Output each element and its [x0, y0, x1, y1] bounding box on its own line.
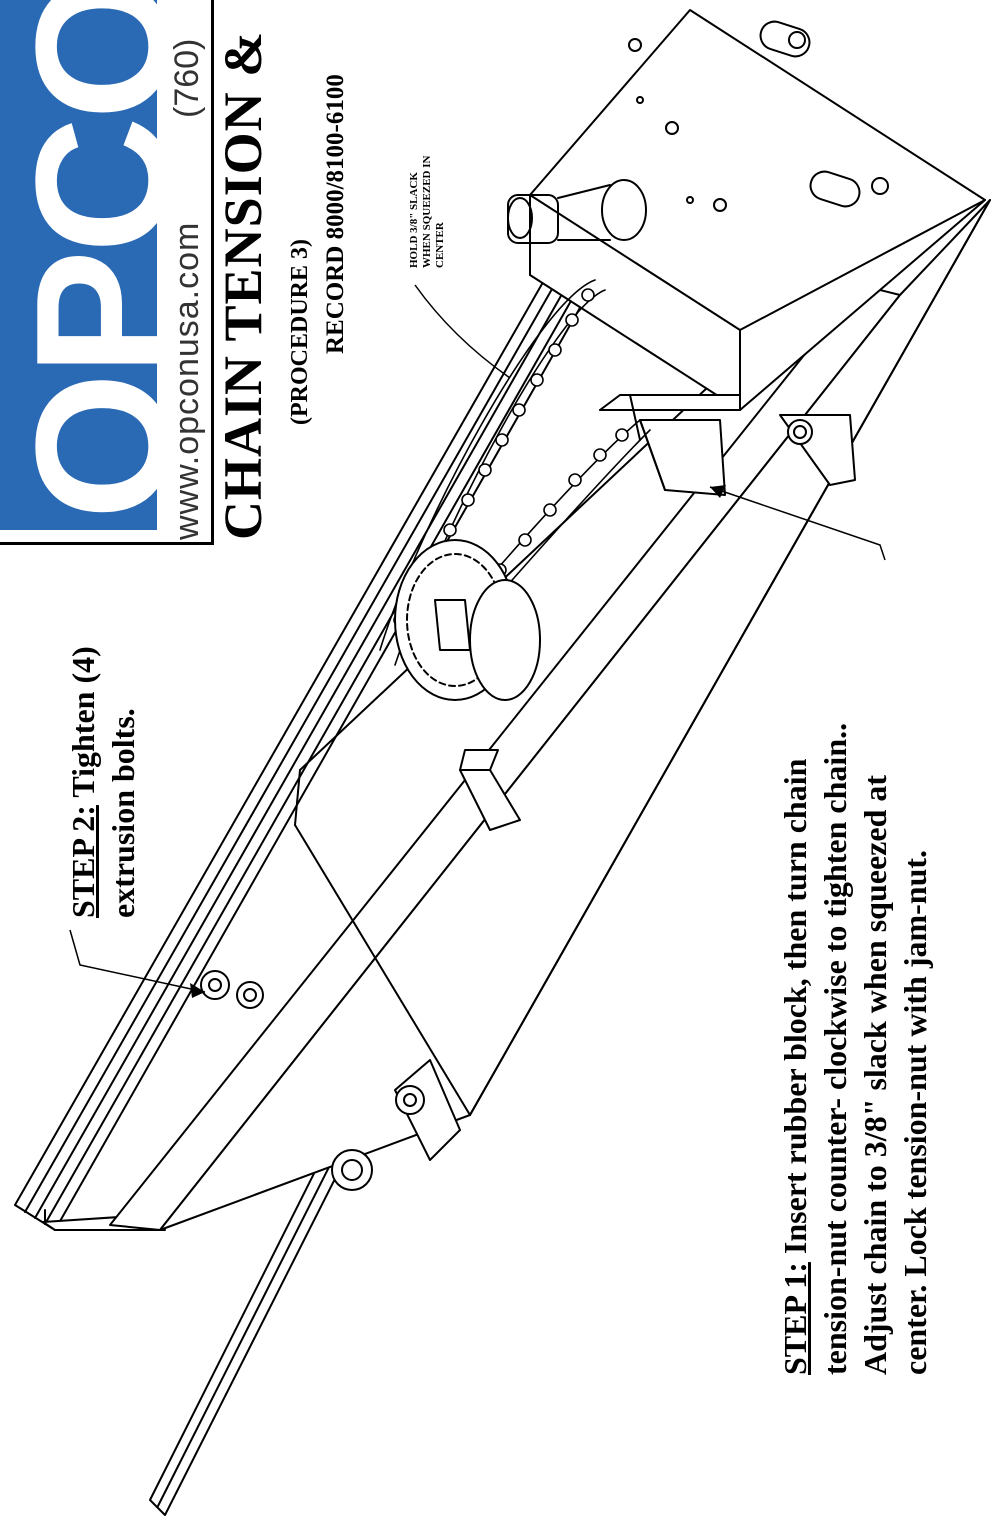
step2-arrow-head	[190, 983, 205, 998]
sprocket	[394, 539, 541, 701]
base-plate	[109, 199, 991, 1231]
slack-leader	[414, 284, 511, 379]
bearing-block	[331, 1059, 461, 1191]
step1-arrow-head	[710, 485, 726, 498]
logo-background	[0, 0, 157, 530]
tension-nut-bracket	[779, 414, 856, 486]
logo-block: OPCO	[0, 0, 214, 545]
extrusion-bolts	[200, 970, 264, 1009]
gearbox-housing	[507, 9, 986, 441]
step1-leader	[709, 486, 886, 561]
step2-leader	[69, 929, 206, 993]
rubber-block	[459, 419, 726, 831]
